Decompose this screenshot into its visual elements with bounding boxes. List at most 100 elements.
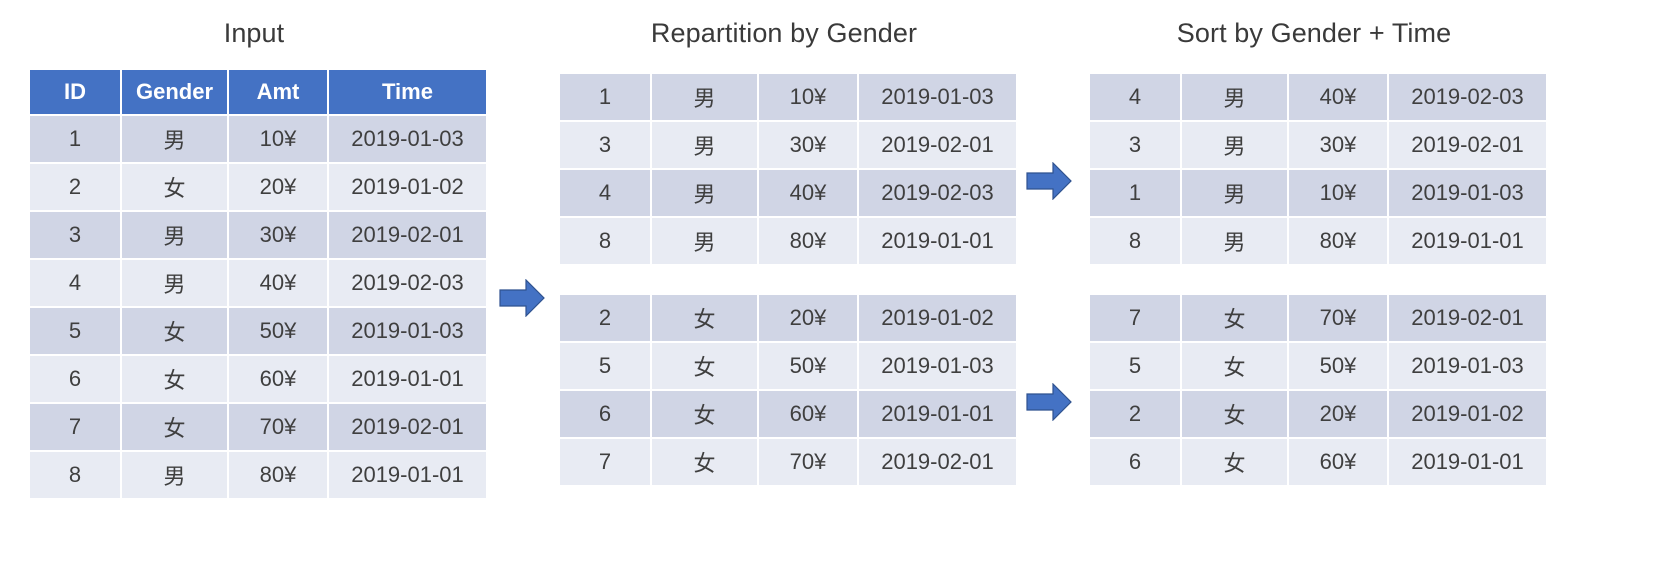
table-row: 2 女 20¥ 2019-01-02 [30,164,486,210]
table-row: 4 男 40¥ 2019-02-03 [560,170,1016,216]
cell-id: 7 [1090,295,1180,341]
table-row: 6 女 60¥ 2019-01-01 [1090,439,1546,485]
cell-gender: 男 [1182,218,1287,264]
table-row: 7 女 70¥ 2019-02-01 [1090,295,1546,341]
cell-amt: 10¥ [1289,170,1387,216]
sorted-male-group-body: 4 男 40¥ 2019-02-03 3 男 30¥ 2019-02-01 1 … [1090,74,1546,264]
cell-gender: 女 [122,308,227,354]
cell-time: 2019-01-01 [859,218,1016,264]
arrow-right-icon [499,279,545,317]
cell-time: 2019-01-01 [329,356,486,402]
cell-amt: 60¥ [229,356,327,402]
cell-gender: 女 [122,356,227,402]
table-row: 3 男 30¥ 2019-02-01 [1090,122,1546,168]
table-row: 2 女 20¥ 2019-01-02 [1090,391,1546,437]
cell-time: 2019-02-01 [859,439,1016,485]
sorted-female-group-table: 7 女 70¥ 2019-02-01 5 女 50¥ 2019-01-03 2 … [1088,293,1548,487]
sorted-male-group-table: 4 男 40¥ 2019-02-03 3 男 30¥ 2019-02-01 1 … [1088,72,1548,266]
cell-id: 8 [560,218,650,264]
cell-gender: 女 [652,343,757,389]
cell-amt: 70¥ [759,439,857,485]
cell-id: 8 [1090,218,1180,264]
cell-amt: 10¥ [229,116,327,162]
cell-time: 2019-01-02 [329,164,486,210]
input-table-body: ID Gender Amt Time 1 男 10¥ 2019-01-03 2 … [30,70,486,498]
cell-time: 2019-02-01 [1389,122,1546,168]
cell-amt: 50¥ [229,308,327,354]
cell-gender: 男 [1182,122,1287,168]
cell-amt: 40¥ [759,170,857,216]
cell-id: 1 [30,116,120,162]
repartition-male-group-body: 1 男 10¥ 2019-01-03 3 男 30¥ 2019-02-01 4 … [560,74,1016,264]
cell-gender: 男 [122,452,227,498]
column-header-time: Time [329,70,486,114]
cell-time: 2019-02-03 [859,170,1016,216]
cell-amt: 40¥ [229,260,327,306]
cell-amt: 20¥ [759,295,857,341]
cell-time: 2019-01-01 [1389,218,1546,264]
column-header-gender: Gender [122,70,227,114]
cell-gender: 男 [652,122,757,168]
cell-id: 6 [560,391,650,437]
cell-time: 2019-01-03 [1389,343,1546,389]
cell-amt: 60¥ [1289,439,1387,485]
cell-amt: 10¥ [759,74,857,120]
arrow-right-icon [1026,162,1072,200]
cell-gender: 男 [1182,170,1287,216]
cell-time: 2019-01-03 [329,308,486,354]
table-row: 6 女 60¥ 2019-01-01 [560,391,1016,437]
cell-id: 4 [1090,74,1180,120]
repartition-male-group-table: 1 男 10¥ 2019-01-03 3 男 30¥ 2019-02-01 4 … [558,72,1018,266]
cell-time: 2019-02-01 [329,212,486,258]
cell-id: 4 [560,170,650,216]
cell-gender: 女 [652,295,757,341]
cell-time: 2019-01-01 [1389,439,1546,485]
sorted-female-group-body: 7 女 70¥ 2019-02-01 5 女 50¥ 2019-01-03 2 … [1090,295,1546,485]
cell-id: 3 [1090,122,1180,168]
cell-time: 2019-02-03 [329,260,486,306]
cell-time: 2019-01-02 [1389,391,1546,437]
cell-id: 5 [560,343,650,389]
cell-gender: 女 [1182,295,1287,341]
input-table: ID Gender Amt Time 1 男 10¥ 2019-01-03 2 … [28,68,488,500]
cell-amt: 80¥ [229,452,327,498]
cell-id: 4 [30,260,120,306]
table-row: 7 女 70¥ 2019-02-01 [560,439,1016,485]
table-row: 5 女 50¥ 2019-01-03 [30,308,486,354]
cell-id: 7 [560,439,650,485]
cell-amt: 60¥ [759,391,857,437]
cell-amt: 40¥ [1289,74,1387,120]
cell-id: 2 [560,295,650,341]
cell-gender: 女 [122,404,227,450]
cell-id: 6 [1090,439,1180,485]
table-row: 1 男 10¥ 2019-01-03 [30,116,486,162]
table-row: 2 女 20¥ 2019-01-02 [560,295,1016,341]
cell-amt: 50¥ [1289,343,1387,389]
cell-id: 5 [30,308,120,354]
table-row: 8 男 80¥ 2019-01-01 [560,218,1016,264]
column-header-id: ID [30,70,120,114]
cell-amt: 30¥ [1289,122,1387,168]
cell-gender: 男 [122,260,227,306]
table-row: 3 男 30¥ 2019-02-01 [560,122,1016,168]
cell-id: 1 [560,74,650,120]
cell-time: 2019-02-01 [859,122,1016,168]
cell-time: 2019-01-03 [859,343,1016,389]
cell-amt: 20¥ [1289,391,1387,437]
arrow-right-icon [1026,383,1072,421]
cell-gender: 女 [652,439,757,485]
cell-id: 5 [1090,343,1180,389]
cell-gender: 男 [122,212,227,258]
cell-gender: 女 [1182,439,1287,485]
cell-id: 3 [560,122,650,168]
cell-time: 2019-01-01 [859,391,1016,437]
cell-gender: 男 [652,74,757,120]
cell-time: 2019-01-02 [859,295,1016,341]
panel-title-repartition: Repartition by Gender [650,18,918,48]
cell-amt: 30¥ [759,122,857,168]
cell-gender: 女 [1182,391,1287,437]
cell-id: 3 [30,212,120,258]
column-header-amt: Amt [229,70,327,114]
cell-amt: 80¥ [1289,218,1387,264]
